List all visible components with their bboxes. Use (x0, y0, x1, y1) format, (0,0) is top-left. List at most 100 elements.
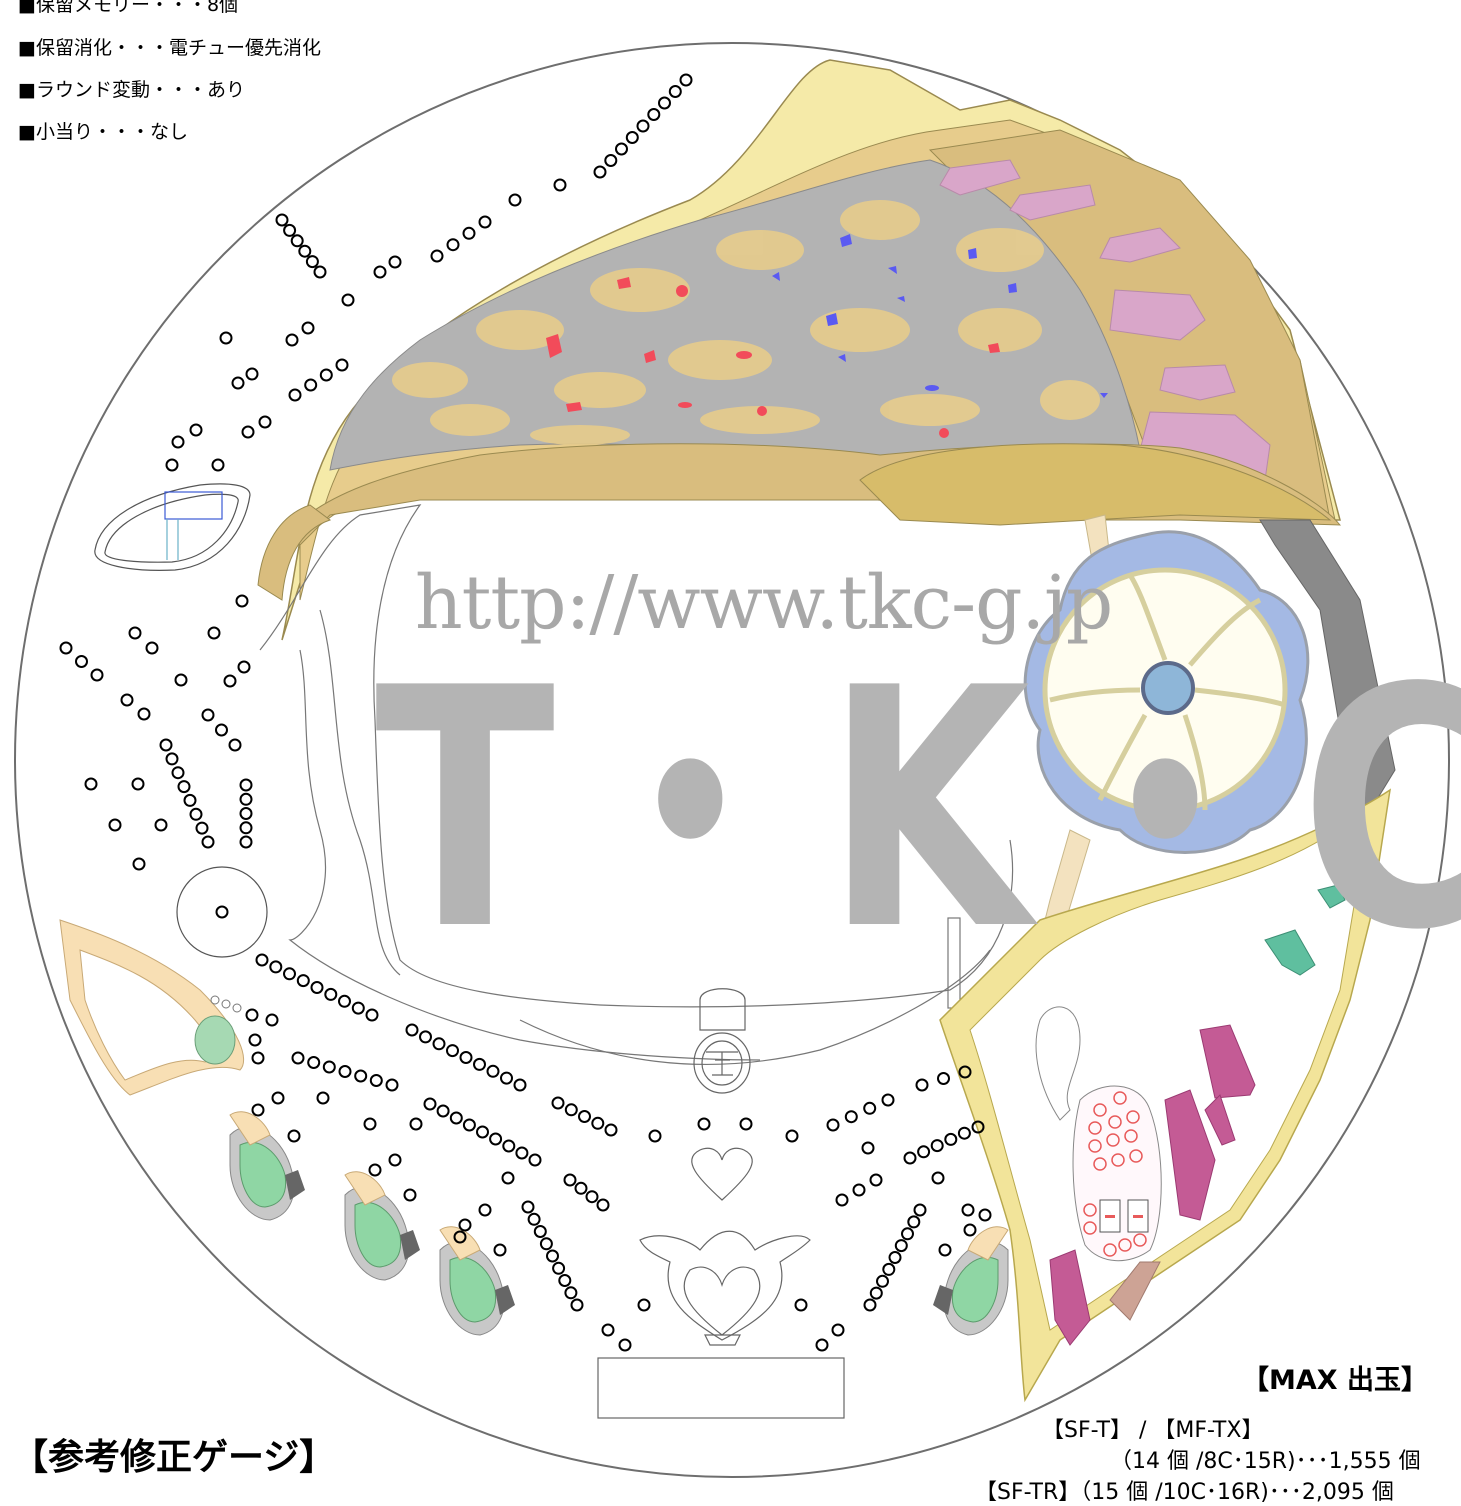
nail (305, 255, 319, 269)
nail (615, 142, 628, 156)
nail (108, 818, 122, 832)
nail (826, 1118, 840, 1132)
nail (283, 223, 297, 237)
nail (794, 1298, 808, 1312)
spec-line-digest: ■保留消化・・・電チュー優先消化 (18, 37, 321, 59)
nail (128, 626, 142, 640)
nail (207, 626, 221, 640)
nail (501, 1171, 515, 1185)
nail (478, 1203, 492, 1217)
spec-line-small-hit: ■小当り・・・なし (18, 121, 188, 143)
nail (881, 1093, 895, 1107)
nail (515, 1146, 529, 1160)
nail (625, 131, 639, 144)
nail (462, 1118, 476, 1132)
nail (508, 193, 522, 207)
nail (882, 1262, 896, 1276)
nail (930, 1139, 944, 1153)
nail (201, 835, 215, 849)
nail (365, 1008, 379, 1022)
nail (304, 378, 318, 392)
nail (285, 333, 299, 347)
nail (287, 1129, 301, 1143)
nail (283, 967, 296, 981)
nail (265, 1013, 279, 1027)
nail (403, 1188, 417, 1202)
right-flower (1023, 514, 1396, 941)
nail (248, 1033, 262, 1047)
nail (957, 1126, 971, 1140)
nail (316, 1091, 330, 1105)
nail (913, 1203, 927, 1217)
nail (604, 154, 618, 167)
nail (915, 1078, 929, 1092)
nail (894, 1239, 908, 1253)
nail (647, 108, 661, 121)
nail (489, 1132, 503, 1146)
nail (831, 1323, 845, 1337)
nail (269, 960, 283, 974)
nail (245, 367, 259, 381)
nail (288, 388, 302, 402)
nail-pattern (59, 73, 992, 1352)
nail (84, 777, 98, 791)
nail (476, 1125, 489, 1139)
nail (459, 1051, 473, 1064)
nail (195, 821, 209, 835)
nail (937, 1072, 950, 1085)
nail (215, 905, 229, 919)
nail (739, 1117, 753, 1131)
spec-line-round: ■ラウンド変動・・・あり (18, 79, 245, 101)
nail (500, 1071, 513, 1085)
nail (373, 265, 387, 279)
center-window (259, 504, 1014, 1066)
nail (558, 1274, 572, 1287)
nail (539, 1237, 553, 1251)
nail (310, 981, 324, 994)
nail (462, 226, 476, 240)
nail (131, 777, 145, 791)
nail (521, 1200, 535, 1214)
nail (436, 1104, 450, 1118)
board-outline (14, 42, 1450, 1478)
nail (223, 674, 237, 688)
nail (385, 1078, 399, 1092)
nail (533, 1225, 547, 1238)
nail (869, 1286, 883, 1300)
nail (978, 1208, 992, 1222)
tulip-pockets (229, 1111, 1009, 1336)
nail (159, 738, 173, 752)
nail (446, 1044, 459, 1058)
nail (338, 1065, 352, 1078)
nail (648, 1129, 662, 1143)
nail (585, 1190, 599, 1204)
nail (307, 1056, 321, 1069)
nail (553, 178, 567, 192)
nail (591, 1116, 605, 1130)
nail (564, 1103, 578, 1117)
nail (351, 1001, 365, 1015)
nail (245, 1008, 259, 1022)
nail (201, 708, 215, 722)
nail (335, 358, 349, 372)
nail (971, 1120, 985, 1134)
nail (405, 1023, 419, 1037)
nail (596, 1198, 610, 1212)
nail (432, 1037, 446, 1051)
nail (231, 376, 245, 390)
nail (251, 1103, 265, 1117)
nail (258, 415, 272, 429)
nail (75, 655, 88, 668)
nail (637, 1298, 651, 1312)
nail (165, 752, 179, 766)
nail (137, 707, 151, 721)
nail (944, 1132, 958, 1146)
nail (574, 1181, 588, 1195)
nail (290, 234, 304, 248)
nail (502, 1139, 516, 1153)
nail (604, 1123, 618, 1137)
max-payout-value-line-2: 【SF-TR】（15 個 /10C･16R)･･･2,095 個 (975, 1480, 1394, 1505)
nail (907, 1215, 921, 1229)
spec-line-memory: ■保留メモリー・・・8個 (18, 0, 239, 16)
nail (174, 673, 188, 687)
